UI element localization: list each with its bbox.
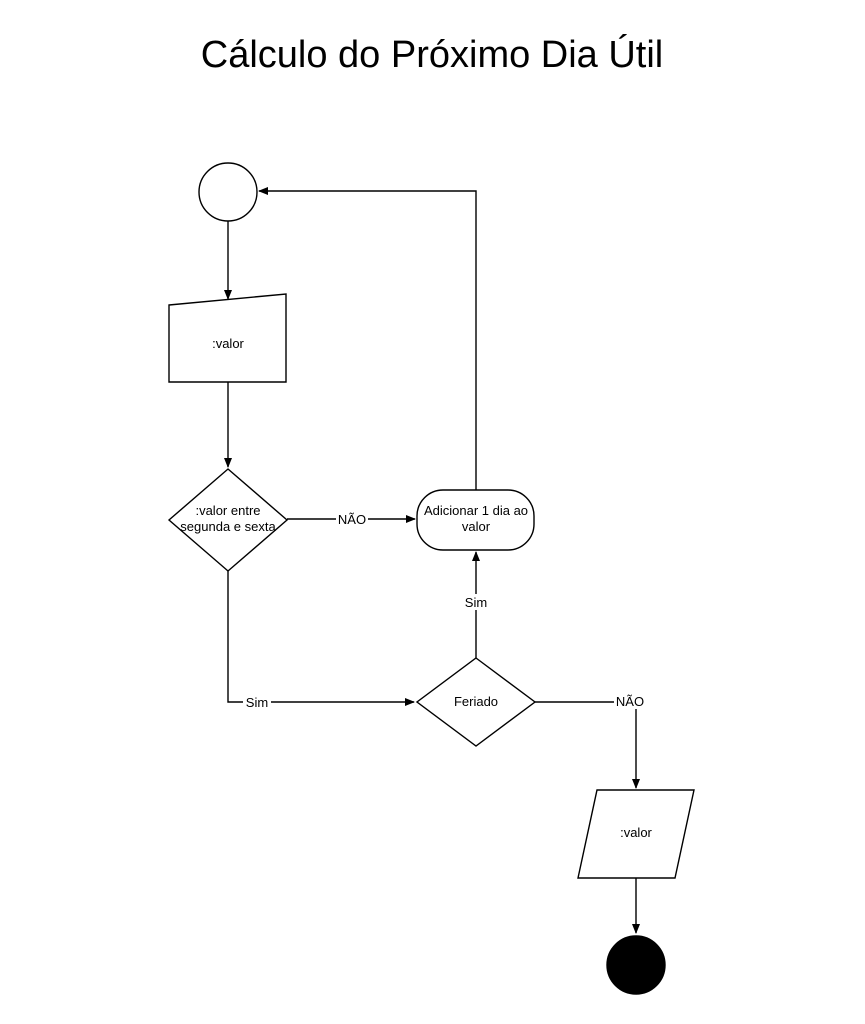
edge-holiday-no	[535, 701, 640, 789]
add-day-label-line2: valor	[462, 519, 491, 534]
diagram-title: Cálculo do Próximo Dia Útil	[201, 33, 664, 76]
nodes: :valor :valor entre segunda e sexta Adic…	[167, 162, 695, 995]
output-node-label: :valor	[620, 825, 652, 840]
edge-label-weekday-yes: Sim	[246, 695, 268, 710]
decision-weekday-label-line2: segunda e sexta	[180, 519, 276, 534]
decision-weekday-shape	[167, 468, 289, 572]
input-node: :valor	[168, 293, 287, 383]
edge-loop-back	[258, 187, 477, 490]
output-node: :valor	[577, 789, 695, 879]
edge-weekday-yes	[227, 571, 415, 706]
input-node-shape	[168, 293, 287, 383]
decision-weekday-node: :valor entre segunda e sexta	[167, 468, 289, 572]
end-node	[606, 935, 666, 995]
decision-holiday-node: Feriado	[415, 657, 537, 747]
decision-holiday-label: Feriado	[454, 694, 498, 709]
edges	[224, 187, 640, 934]
edge-label-holiday-yes: Sim	[465, 595, 487, 610]
input-node-label: :valor	[212, 336, 244, 351]
add-day-label-line1: Adicionar 1 dia ao	[424, 503, 528, 518]
add-day-node: Adicionar 1 dia ao valor	[416, 489, 535, 551]
decision-holiday-shape	[415, 657, 537, 747]
start-node	[198, 162, 258, 222]
edge-labels: NÃO Sim Sim NÃO	[243, 511, 646, 710]
decision-weekday-label-line1: :valor entre	[195, 503, 260, 518]
edge-label-weekday-no: NÃO	[338, 512, 366, 527]
edge-label-holiday-no: NÃO	[616, 694, 644, 709]
output-node-shape	[577, 789, 695, 879]
add-day-shape	[416, 489, 535, 551]
